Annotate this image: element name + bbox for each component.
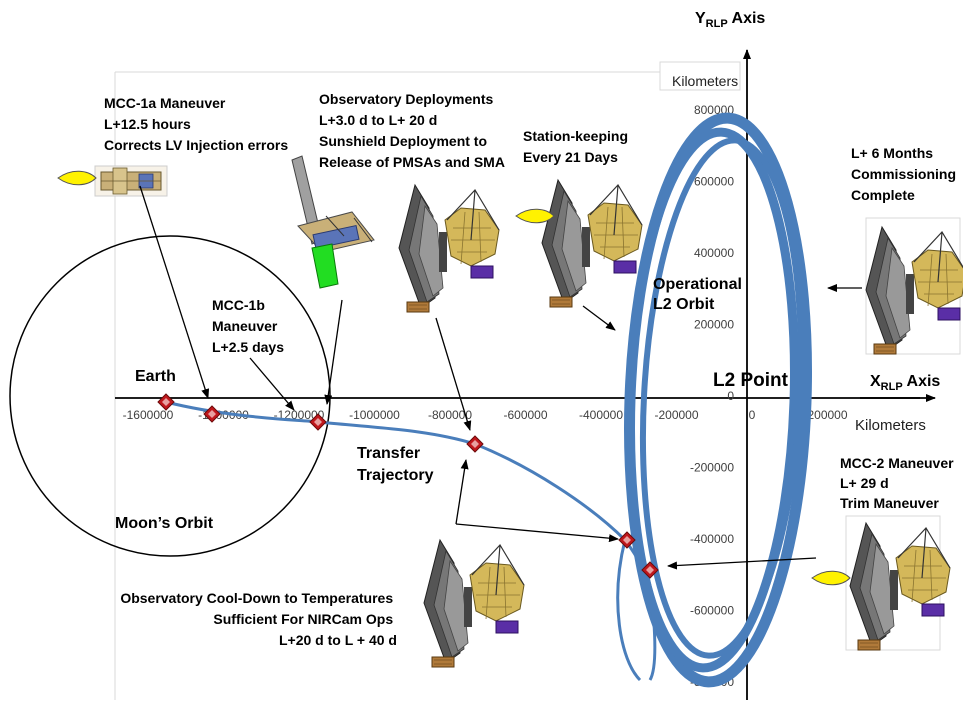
y-axis-title: YRLP Axis [695, 10, 765, 30]
x-tick-label: -400000 [579, 408, 623, 422]
kilometers-label-box [659, 61, 741, 91]
operational-orbit-label: Operational L2 Orbit [653, 276, 746, 313]
x-tick-label: -200000 [654, 408, 698, 422]
jwst-observatory-icon [398, 184, 500, 313]
y-tick-label: 600000 [694, 175, 734, 189]
x-tick-labels: -1600000-1400000-1200000-1000000-800000-… [123, 408, 848, 422]
x-tick-label: -1600000 [123, 408, 174, 422]
transfer-trajectory-label: Transfer Trajectory [357, 445, 434, 484]
x-tick-label: -800000 [428, 408, 472, 422]
maneuver-marker-icon [466, 435, 484, 453]
x-tick-label: -600000 [503, 408, 547, 422]
mcc1a-annotation: MCC-1a Maneuver L+12.5 hours Corrects LV… [104, 95, 288, 153]
x-tick-label: 200000 [807, 408, 847, 422]
y-tick-label: 200000 [694, 318, 734, 332]
jwst-observatory-icon [541, 179, 643, 308]
deployments-annotation: Observatory Deployments L+3.0 d to L+ 20… [319, 91, 505, 170]
thruster-flame-icon [811, 570, 851, 586]
y-axis-units: Kilometers [672, 73, 738, 89]
station-keeping-annotation: Station-keeping Every 21 Days [523, 128, 632, 165]
jwst-mcc2-panel [845, 515, 951, 651]
y-tick-label: 0 [727, 389, 734, 403]
trajectory-branch [616, 539, 642, 682]
commissioning-annotation: L+ 6 Months Commissioning Complete [851, 145, 960, 203]
jwst-observatory-icon [423, 539, 525, 668]
stowed-observatory-icon [94, 165, 168, 197]
mcc1b-annotation: MCC-1b Maneuver L+2.5 days [212, 297, 284, 355]
jwst-commissioning-panel [865, 217, 963, 355]
thruster-flame-icon [57, 170, 97, 186]
y-tick-label: 400000 [694, 246, 734, 260]
callout-arrows [139, 185, 862, 570]
transfer-trajectory-path [165, 400, 657, 681]
cooldown-annotation: Observatory Cool-Down to Temperatures Su… [120, 590, 397, 648]
y-tick-label: -200000 [690, 461, 734, 475]
operational-l2-orbit [624, 112, 812, 688]
mcc2-annotation: MCC-2 Maneuver L+ 29 d Trim Maneuver [840, 455, 957, 511]
x-axis-units: Kilometers [855, 417, 926, 434]
y-tick-labels: 8000006000004000002000000-200000-400000-… [690, 103, 734, 689]
l2-point-label: L2 Point [713, 370, 789, 391]
moons-orbit-label: Moon’s Orbit [115, 515, 214, 532]
x-tick-label: 0 [749, 408, 756, 422]
partially-deployed-observatory-icon [291, 155, 375, 289]
x-tick-label: -1000000 [349, 408, 400, 422]
x-axis-title: XRLP Axis [870, 373, 940, 393]
y-tick-label: -400000 [690, 532, 734, 546]
y-tick-label: -600000 [690, 604, 734, 618]
earth-label: Earth [135, 368, 176, 385]
